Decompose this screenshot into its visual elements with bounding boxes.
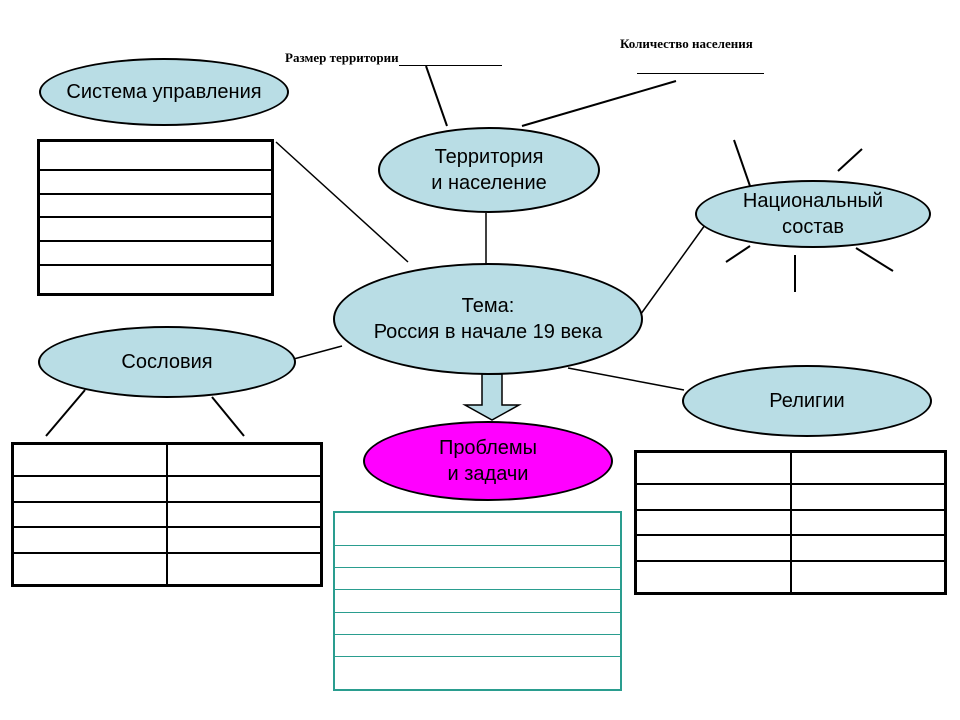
estates-node-label: Сословия	[121, 351, 213, 373]
line-center-estates	[289, 345, 343, 361]
table-cell	[333, 589, 622, 613]
table-cell	[37, 216, 274, 243]
table-row	[634, 534, 947, 563]
national-node-line1: Национальный	[742, 190, 884, 212]
table-row	[634, 482, 947, 511]
table-cell	[11, 552, 168, 587]
problems-node-line1: Проблемы	[438, 437, 538, 459]
table-cell	[789, 534, 947, 563]
government-node-label: Система управления	[66, 81, 262, 103]
table-cell	[37, 169, 274, 195]
table-row	[37, 169, 274, 195]
table-cell	[166, 500, 323, 529]
table-row	[333, 633, 622, 658]
table-row	[333, 567, 622, 591]
territory-node: Территория и население	[378, 127, 600, 213]
problems-table	[333, 511, 622, 691]
territory-size-blank	[398, 65, 502, 66]
territory-node-line1: Территория	[434, 146, 544, 168]
table-cell	[166, 442, 323, 477]
table-row	[11, 474, 323, 503]
table-cell	[333, 611, 622, 635]
table-cell	[11, 500, 168, 529]
line-estates-right	[211, 396, 245, 437]
table-row	[634, 450, 947, 485]
population-label: Количество населения	[620, 36, 753, 51]
table-cell	[789, 508, 947, 537]
religions-node-label: Религии	[769, 390, 845, 412]
table-row	[37, 216, 274, 243]
table-cell	[333, 544, 622, 569]
center-topic-line1: Тема:	[461, 295, 515, 317]
table-row	[11, 500, 323, 529]
problems-node: Проблемы и задачи	[363, 421, 613, 501]
table-cell	[37, 263, 274, 296]
population-note: Количество населения	[620, 36, 753, 52]
table-row	[37, 192, 274, 219]
territory-size-note: Размер территории	[285, 50, 502, 66]
religions-table	[634, 450, 947, 595]
table-cell	[37, 192, 274, 219]
estates-table	[11, 442, 323, 587]
table-cell	[166, 526, 323, 555]
table-cell	[11, 474, 168, 503]
table-cell	[333, 511, 622, 546]
table-cell	[634, 534, 792, 563]
arrow-down-shape	[462, 373, 522, 421]
line-estates-left	[45, 389, 86, 437]
table-row	[634, 560, 947, 595]
table-cell	[11, 442, 168, 477]
table-cell	[333, 633, 622, 658]
problems-node-line2: и задачи	[447, 463, 529, 485]
religions-node: Религии	[682, 365, 932, 437]
table-row	[11, 442, 323, 477]
territory-size-label: Размер территории	[285, 50, 399, 65]
ray-national-1	[733, 139, 751, 187]
table-row	[37, 139, 274, 172]
table-row	[11, 526, 323, 555]
table-cell	[634, 560, 792, 595]
national-node-line2: состав	[781, 216, 844, 238]
table-cell	[37, 240, 274, 266]
center-topic-node: Тема: Россия в начале 19 века	[333, 263, 643, 375]
center-topic-line2: Россия в начале 19 века	[373, 321, 603, 343]
estates-node: Сословия	[38, 326, 296, 398]
national-node: Национальный состав	[695, 180, 931, 248]
table-cell	[166, 552, 323, 587]
population-blank-wrap	[637, 58, 764, 74]
ray-national-5	[855, 247, 894, 272]
table-cell	[11, 526, 168, 555]
table-cell	[37, 139, 274, 172]
table-cell	[166, 474, 323, 503]
line-territory-population	[521, 80, 677, 127]
line-center-government	[275, 141, 409, 263]
territory-node-line2: и население	[431, 172, 547, 194]
ray-national-2	[837, 148, 863, 172]
table-cell	[789, 482, 947, 511]
government-node: Система управления	[39, 58, 289, 126]
line-center-national	[637, 224, 706, 319]
table-row	[333, 589, 622, 613]
ray-national-3	[725, 245, 751, 263]
table-row	[634, 508, 947, 537]
table-row	[11, 552, 323, 587]
table-cell	[333, 567, 622, 591]
population-blank	[637, 59, 764, 74]
table-row	[37, 240, 274, 266]
line-center-religions	[567, 367, 685, 391]
table-cell	[634, 482, 792, 511]
table-row	[333, 544, 622, 569]
table-row	[333, 511, 622, 546]
table-cell	[634, 508, 792, 537]
table-row	[333, 611, 622, 635]
line-territory-size	[425, 65, 448, 127]
table-cell	[333, 656, 622, 691]
table-cell	[634, 450, 792, 485]
table-row	[333, 656, 622, 691]
table-cell	[789, 560, 947, 595]
table-row	[37, 263, 274, 296]
table-cell	[789, 450, 947, 485]
government-table	[37, 139, 274, 296]
